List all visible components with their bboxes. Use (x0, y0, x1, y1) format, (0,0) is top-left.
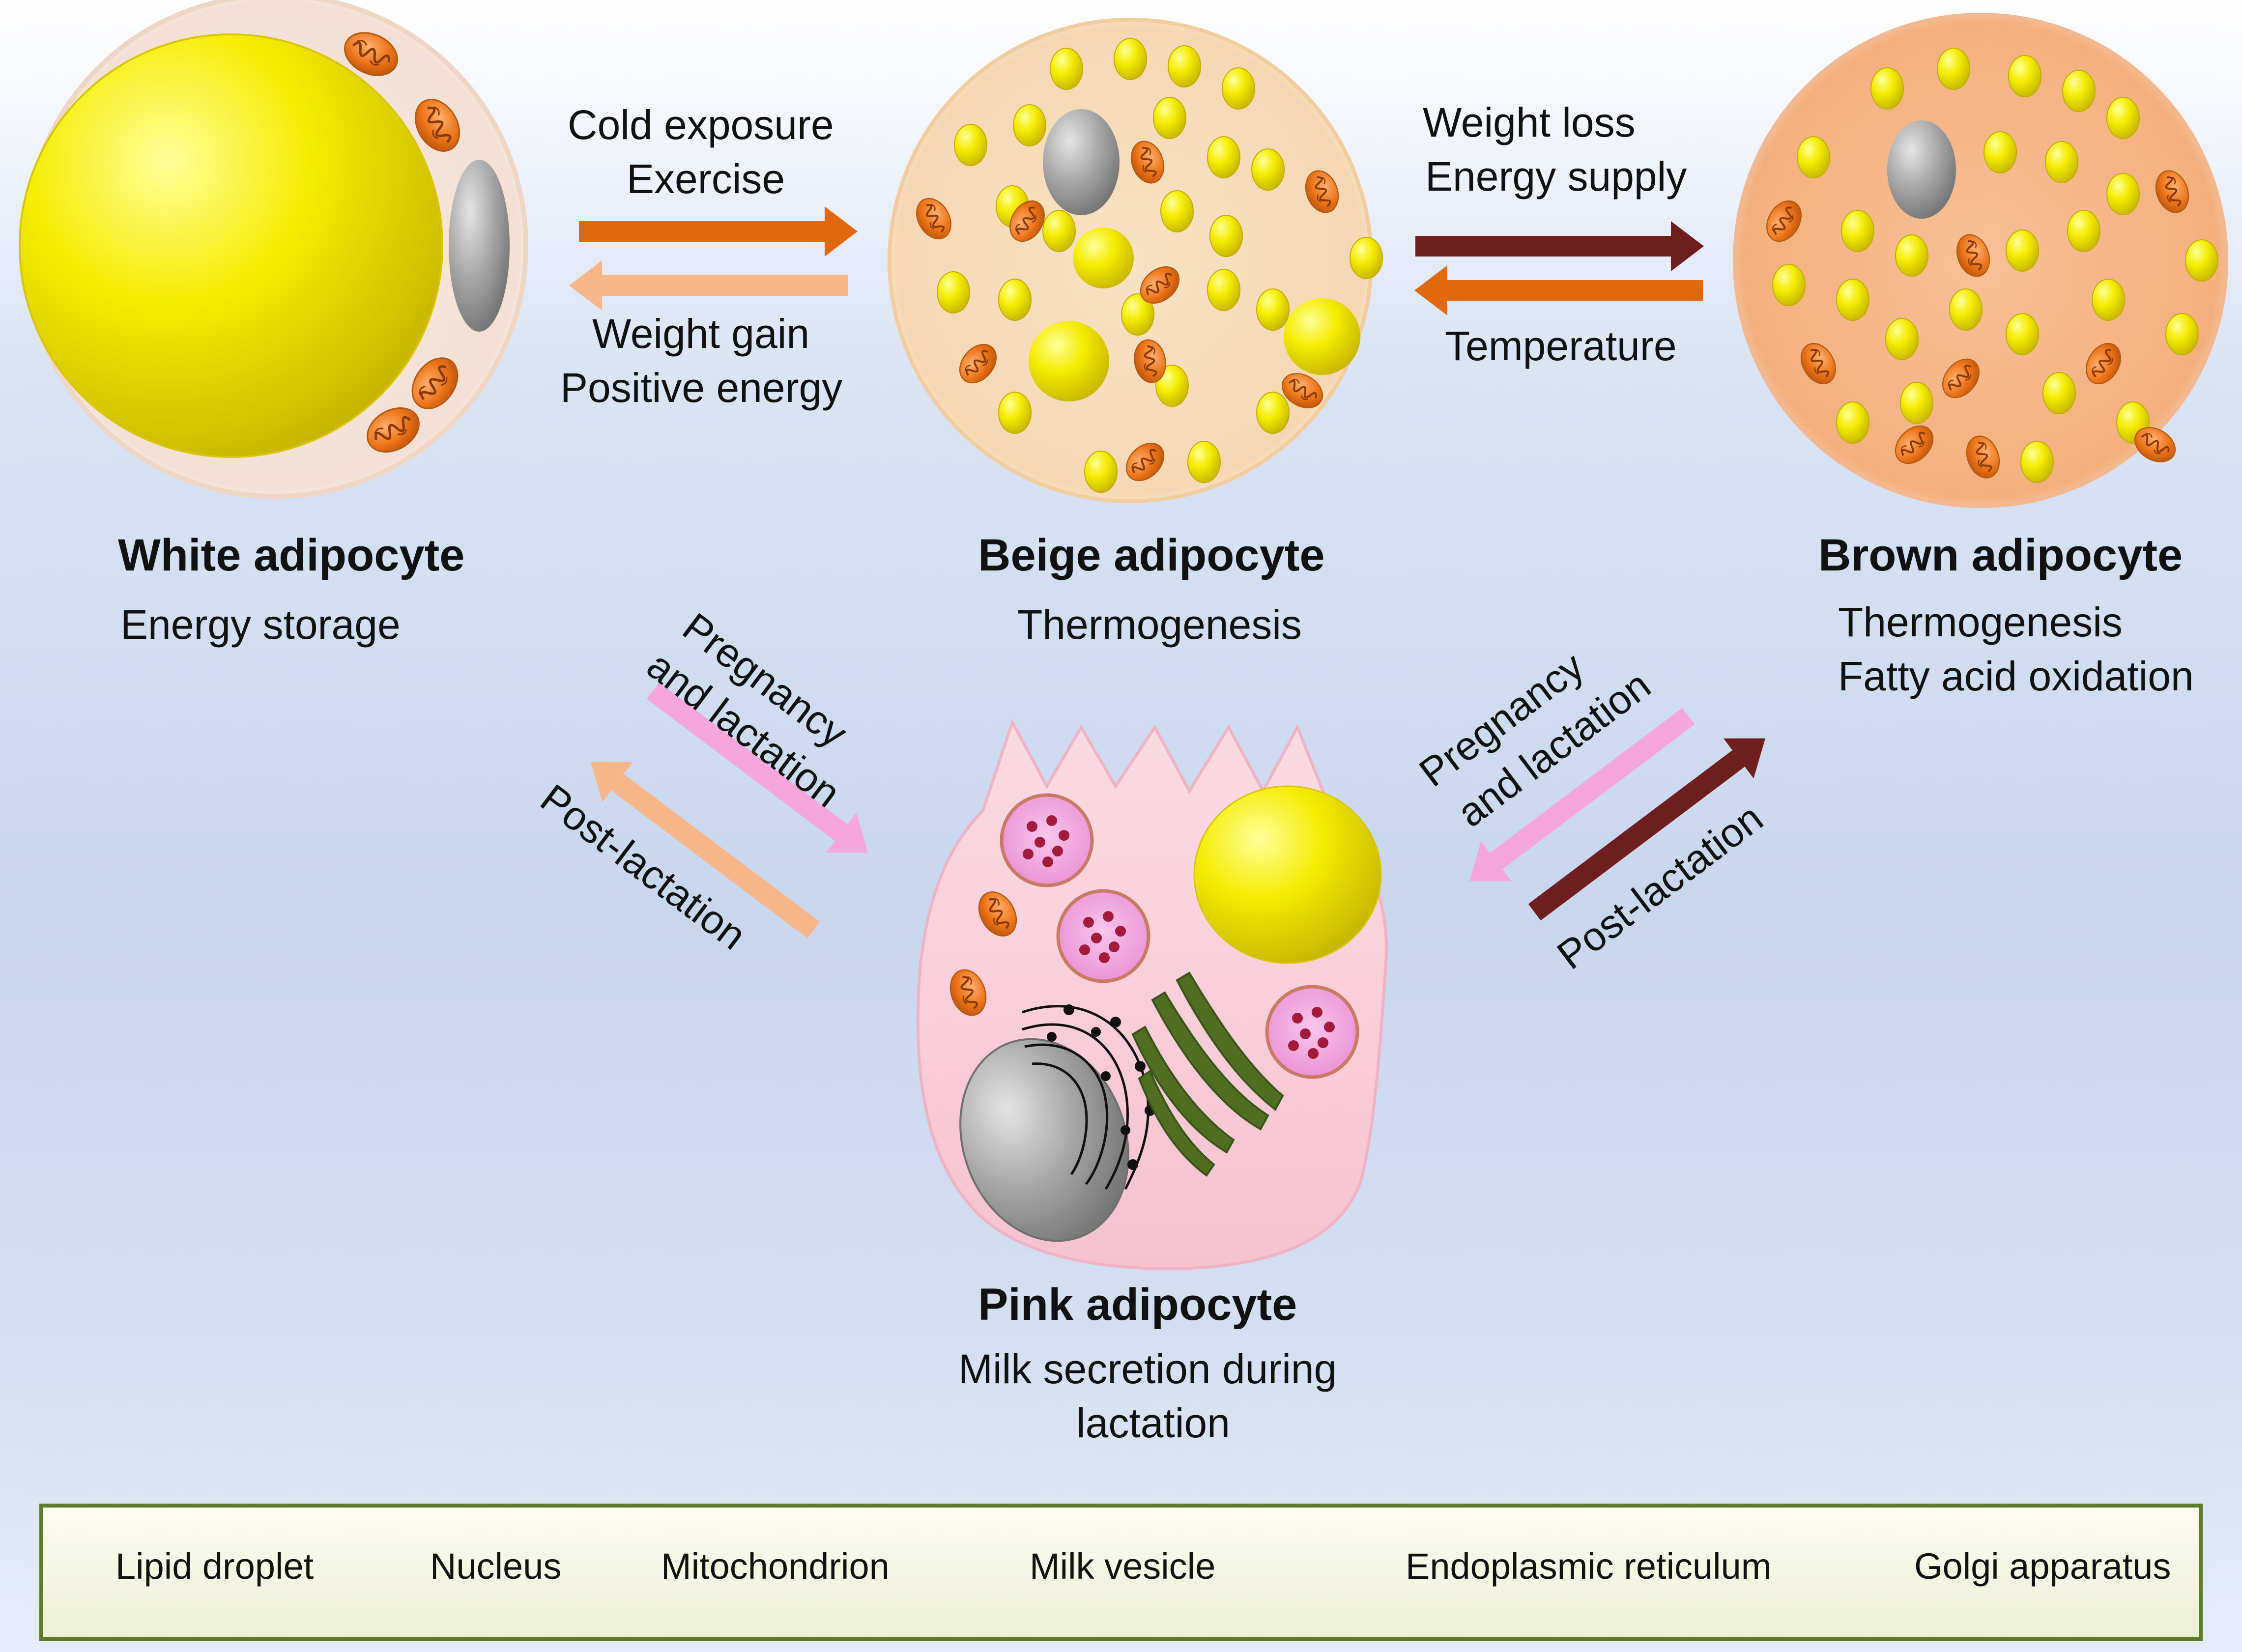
legend-endoplasmic-reticulum-label: Endoplasmic reticulum (1406, 1546, 1772, 1587)
legend-nucleus-label: Nucleus (430, 1546, 562, 1587)
beige-adipocyte-illustration (888, 18, 1383, 503)
label-energy-supply: Energy supply (1425, 153, 1687, 199)
beige-adipocyte-subtitle: Thermogenesis (1017, 601, 1302, 648)
label-weight-gain: Weight gain (592, 311, 810, 357)
pink-adipocyte-subtitle-2: lactation (1076, 1400, 1230, 1446)
label-temperature: Temperature (1445, 323, 1677, 369)
white-adipocyte-subtitle: Energy storage (120, 601, 401, 648)
label-cold-exposure: Cold exposure (568, 102, 834, 148)
arrow-beige-to-brown (1415, 221, 1704, 271)
white-adipocyte-illustration (19, 0, 528, 499)
label-positive-energy: Positive energy (560, 365, 843, 411)
brown-adipocyte-illustration (1733, 13, 2228, 508)
arrow-white-to-pink (646, 682, 868, 853)
pink-adipocyte-title: Pink adipocyte (978, 1280, 1297, 1330)
legend-golgi-apparatus-label: Golgi apparatus (1914, 1546, 2171, 1587)
arrow-brown-to-beige (1414, 265, 1703, 315)
arrow-brown-to-pink (1469, 708, 1695, 882)
legend-lipid-droplet-label: Lipid droplet (115, 1546, 314, 1587)
pink-adipocyte-subtitle-1: Milk secretion during (958, 1346, 1337, 1392)
white-adipocyte-title: White adipocyte (118, 530, 465, 580)
label-weight-loss: Weight loss (1423, 99, 1636, 145)
label-exercise: Exercise (627, 156, 785, 202)
brown-adipocyte-subtitle-2: Fatty acid oxidation (1838, 653, 2194, 699)
arrow-pink-to-white (590, 762, 820, 939)
legend-mitochondrion-label: Mitochondrion (661, 1546, 890, 1587)
pink-adipocyte-illustration (916, 718, 1388, 1270)
arrow-beige-to-white (569, 260, 848, 311)
legend-milk-vesicle-label: Milk vesicle (1030, 1546, 1216, 1587)
arrow-white-to-beige (579, 206, 858, 256)
brown-adipocyte-title: Brown adipocyte (1818, 530, 2183, 580)
brown-adipocyte-subtitle-1: Thermogenesis (1838, 599, 2123, 645)
beige-adipocyte-title: Beige adipocyte (978, 530, 1325, 580)
arrow-pink-to-brown (1528, 738, 1765, 921)
legend-box (39, 1504, 2203, 1641)
